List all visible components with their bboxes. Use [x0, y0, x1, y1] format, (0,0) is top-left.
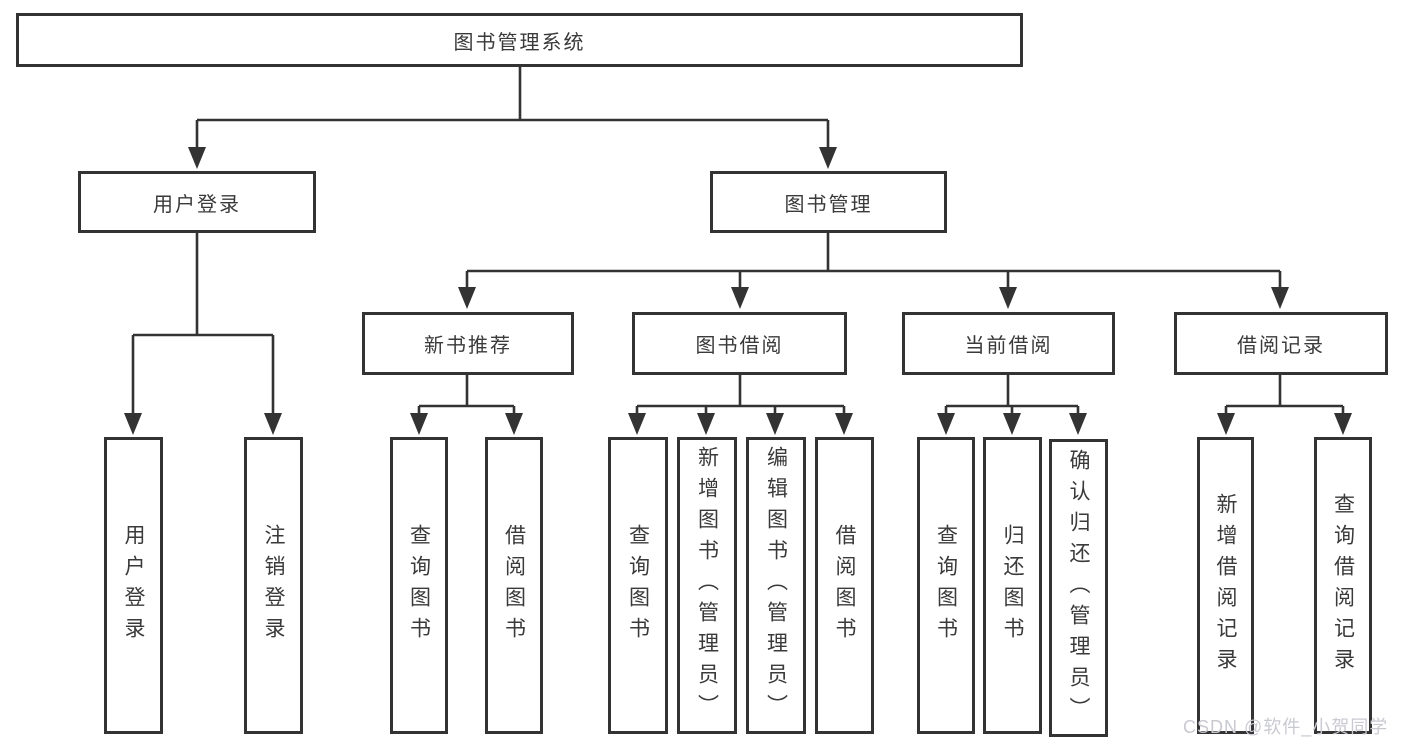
leaf-query-books-borrow: 查询图书 [608, 437, 668, 734]
node-label: 新增图书（管理员） [695, 446, 719, 725]
node-label: 用户登录 [122, 523, 145, 648]
node-label: 借阅记录 [1237, 335, 1325, 357]
node-label: 新增借阅记录 [1214, 492, 1237, 679]
leaf-add-borrow-record: 新增借阅记录 [1197, 437, 1254, 734]
arrow-icon [458, 287, 476, 309]
node-label: 用户登录 [153, 193, 241, 216]
leaf-borrow-books-recommend: 借阅图书 [485, 437, 543, 734]
node-label: 确认归还（管理员） [1067, 448, 1090, 728]
arrow-icon [264, 413, 282, 435]
node-book-borrowing: 图书借阅 [632, 312, 847, 375]
arrow-icon [999, 287, 1017, 309]
node-label: 借阅图书 [833, 523, 856, 648]
arrow-icon [1334, 413, 1352, 435]
node-label: 注销登录 [262, 523, 285, 648]
leaf-edit-books-admin: 编辑图书（管理员） [746, 437, 806, 734]
csdn-watermark: CSDN @软件_小贺同学 [1183, 717, 1389, 737]
node-label: 图书管理 [784, 193, 873, 216]
arrow-icon [505, 413, 523, 435]
node-book-management: 图书管理 [710, 171, 947, 233]
node-user-login: 用户登录 [78, 171, 316, 233]
node-label: 查询图书 [407, 523, 431, 648]
connector-book-mgmt [465, 233, 1282, 289]
node-borrowing-records: 借阅记录 [1174, 312, 1388, 375]
arrow-icon [819, 147, 837, 169]
arrow-icon [410, 413, 428, 435]
leaf-return-books: 归还图书 [983, 437, 1042, 734]
arrow-icon [835, 413, 853, 435]
arrow-icon [937, 413, 955, 435]
connector-new-rec [417, 375, 516, 416]
arrow-icon [731, 287, 749, 309]
leaf-query-books-recommend: 查询图书 [390, 437, 448, 734]
connector-current [944, 375, 1080, 416]
arrow-icon [1271, 287, 1289, 309]
node-label: 借阅图书 [502, 523, 526, 648]
arrow-icon [124, 413, 142, 435]
arrow-icon [1003, 413, 1021, 435]
node-label: 图书管理系统 [453, 31, 586, 54]
leaf-confirm-return-admin: 确认归还（管理员） [1049, 439, 1108, 737]
arrow-icon [697, 413, 715, 435]
node-label: 编辑图书（管理员） [764, 446, 788, 725]
arrow-icon [188, 147, 206, 169]
node-label: 当前借阅 [964, 335, 1053, 357]
leaf-borrow-books: 借阅图书 [815, 437, 874, 734]
node-label: 查询图书 [626, 523, 650, 648]
arrow-icon [1217, 413, 1235, 435]
connector-borrow [635, 375, 846, 416]
connector-root [195, 67, 830, 148]
arrow-icon [1069, 413, 1087, 435]
connector-record [1224, 375, 1345, 416]
node-new-book-recommend: 新书推荐 [362, 312, 574, 375]
arrow-icon [766, 413, 784, 435]
node-label: 归还图书 [1001, 523, 1024, 648]
leaf-logout: 注销登录 [244, 437, 303, 734]
connector-user-login [131, 233, 275, 415]
node-label: 查询图书 [934, 523, 958, 648]
node-root-library-system: 图书管理系统 [16, 13, 1023, 67]
node-label: 查询借阅记录 [1331, 492, 1355, 679]
arrow-icon [628, 413, 646, 435]
leaf-add-books-admin: 新增图书（管理员） [677, 437, 737, 734]
node-current-borrowing: 当前借阅 [902, 312, 1115, 375]
node-label: 图书借阅 [695, 335, 784, 357]
leaf-user-login: 用户登录 [104, 437, 163, 734]
leaf-query-borrow-record: 查询借阅记录 [1314, 437, 1372, 734]
leaf-query-books-current: 查询图书 [917, 437, 975, 734]
node-label: 新书推荐 [424, 335, 512, 357]
